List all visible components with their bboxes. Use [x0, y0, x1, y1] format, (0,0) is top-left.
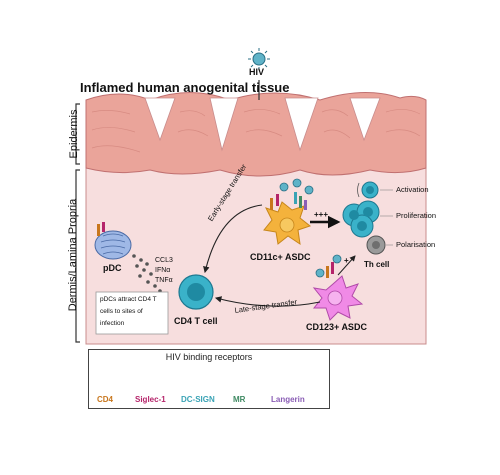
weak-stimulation-arrow	[337, 255, 356, 276]
outcome-proliferation: Proliferation	[396, 211, 437, 220]
legend-title: HIV binding receptors	[165, 352, 253, 362]
cytokine-ccl3: CCL3	[155, 257, 173, 264]
epidermis-ridges	[144, 97, 381, 152]
cd11c-asdc-cell	[263, 178, 314, 246]
cd4-t-cell-label: CD4 T cell	[174, 316, 218, 326]
pdc-note-line-3: infection	[100, 320, 125, 327]
figure-title: Inflamed human anogenital tissue	[80, 80, 290, 95]
pdc-note-line-1: pDCs attract CD4 T	[100, 296, 157, 303]
weak-stimulation-label: +	[344, 256, 349, 265]
proliferation-cells	[342, 200, 380, 238]
cd11c-asdc-label: CD11c+ ASDC	[250, 252, 311, 262]
epidermis-layer	[85, 92, 427, 177]
cd123-asdc-cell	[312, 254, 364, 321]
legend-item-langerin: Langerin	[271, 395, 305, 404]
legend-item-siglec1: Siglec-1	[135, 395, 166, 404]
dermis-label: Dermis/Lamina Propria	[67, 198, 79, 312]
pdc-note-line-2: cells to sites of	[100, 308, 143, 315]
cd123-asdc-label: CD123+ ASDC	[306, 322, 367, 332]
polarisation-cell	[366, 235, 386, 255]
early-transfer-arrow	[203, 204, 263, 274]
epidermis-label: Epidermis	[68, 109, 80, 159]
legend-item-cd4: CD4	[97, 395, 114, 404]
pdc-note-box	[95, 291, 169, 335]
pdc-cell	[94, 222, 132, 260]
outcome-polarisation: Polarisation	[396, 240, 436, 249]
late-transfer-arrow	[214, 296, 321, 307]
cd4-t-cell	[178, 274, 214, 310]
outcome-activation: Activation	[396, 185, 429, 194]
th-cell-label: Th cell	[364, 260, 390, 269]
cytokine-ifna: IFNα	[155, 267, 171, 274]
strong-stimulation-label: +++	[314, 210, 329, 219]
hiv-label: HIV	[249, 67, 265, 77]
legend-box: HIV binding receptors CD4 Siglec-1 DC-SI…	[88, 349, 330, 409]
legend-item-mr: MR	[233, 395, 246, 404]
epidermis-texture	[91, 109, 421, 153]
legend-item-dc-sign: DC-SIGN	[181, 395, 215, 404]
hiv-virion-icon	[248, 48, 270, 70]
pdc-label: pDC	[103, 263, 122, 273]
layer-brackets	[75, 103, 80, 343]
activation-cell	[357, 181, 379, 199]
cytokine-tnfa: TNFα	[155, 277, 173, 284]
